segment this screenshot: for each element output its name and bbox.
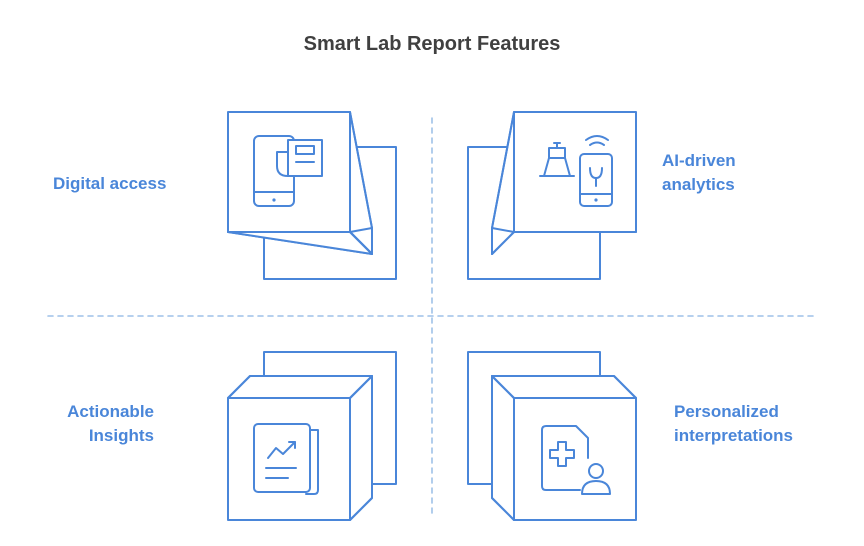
cube-front-face [513, 111, 637, 233]
label-personalized-interpretations: Personalized interpretations [674, 400, 793, 448]
label-actionable-insights: Actionable Insights [56, 400, 154, 448]
cube-top-face [491, 375, 637, 399]
page-title: Smart Lab Report Features [303, 33, 561, 55]
cube-personalized-interpretations [467, 351, 637, 521]
cube-edge [349, 375, 373, 521]
label-line: analytics [662, 175, 735, 194]
cube-edge [227, 375, 373, 399]
lab-device-phone-icon [539, 135, 613, 207]
cube-front-face [513, 397, 637, 521]
label-digital-access: Digital access [53, 172, 166, 196]
cube-edge [491, 375, 515, 521]
cube-edge [491, 227, 515, 233]
label-line: Actionable [67, 402, 154, 421]
cube-side-face [491, 375, 515, 521]
label-line: Digital access [53, 174, 167, 193]
trend-report-icon [253, 423, 319, 495]
label-line: AI-driven [662, 151, 736, 170]
cube-side-face [349, 375, 373, 521]
medical-profile-icon [541, 425, 611, 495]
cube-top-face [227, 375, 373, 399]
label-ai-driven-analytics: AI-driven analytics [662, 149, 736, 197]
cube-edge [349, 227, 373, 233]
cube-ai-driven-analytics [467, 111, 637, 280]
cube-front-face [227, 397, 351, 521]
phone-document-icon [253, 135, 323, 207]
label-line: Personalized [674, 402, 779, 421]
quadrant-dividers [47, 117, 819, 519]
cube-actionable-insights [227, 351, 397, 521]
cube-edge [491, 375, 637, 399]
label-line: interpretations [674, 426, 794, 445]
label-line: Insights [88, 426, 154, 445]
